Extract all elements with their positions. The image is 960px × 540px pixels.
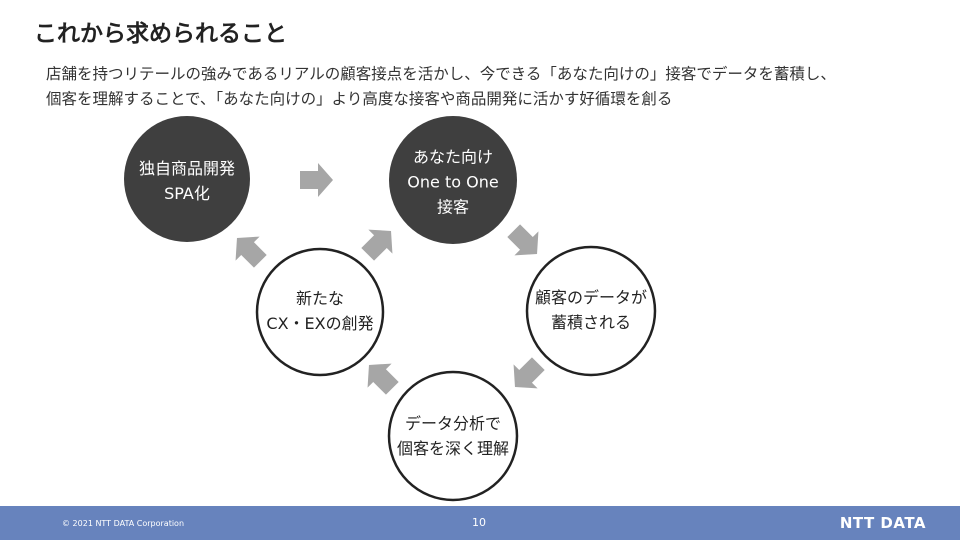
circle-data-analysis — [387, 370, 519, 502]
description-line: 店舗を持つリテールの強みであるリアルの顧客接点を活かし、今できる「あなた向けの」… — [46, 65, 836, 83]
arrow-icon — [300, 163, 333, 197]
footer: © 2021 NTT DATA Corporation 10 NTT DATA — [0, 506, 960, 540]
arrow-icon — [235, 236, 267, 268]
circle-label-cx-ex: 新たな CX・EXの創発 — [266, 286, 373, 336]
page-title: これから求められること — [34, 21, 287, 47]
label-line: 独自商品開発 — [138, 159, 236, 178]
label-line: データ分析で — [404, 414, 502, 433]
label-line: あなた向け — [412, 147, 494, 167]
label-line: 蓄積される — [550, 313, 632, 332]
arrow-icon — [513, 357, 545, 389]
page-number: 10 — [472, 516, 486, 529]
circle-product-development — [124, 116, 250, 242]
circle-label-data-accumulation: 顧客のデータが 蓄積される — [535, 285, 647, 335]
circle-label-product-development: 独自商品開発 SPA化 — [139, 156, 235, 206]
label-line: 接客 — [436, 197, 470, 217]
label-line: CX・EXの創発 — [266, 314, 374, 333]
arrow-icon — [367, 363, 399, 395]
circle-one-to-one — [389, 116, 517, 244]
description: 店舗を持つリテールの強みであるリアルの顧客接点を活かし、今できる「あなた向けの」… — [46, 62, 946, 112]
label-line: 顧客のデータが — [534, 288, 648, 307]
circle-label-data-analysis: データ分析で 個客を深く理解 — [397, 411, 509, 461]
label-line: SPA化 — [164, 184, 210, 203]
label-line: 個客を深く理解 — [396, 439, 510, 458]
company-logo: NTT DATA — [839, 514, 926, 532]
circle-data-accumulation — [525, 245, 657, 377]
circle-label-one-to-one: あなた向け One to One 接客 — [407, 145, 498, 220]
circle-cx-ex — [255, 247, 385, 377]
label-line: 新たな — [295, 289, 344, 308]
description-line: 個客を理解することで、「あなた向けの」より高度な接客や商品開発に活かす好循環を創… — [46, 90, 673, 108]
label-line: One to One — [407, 172, 499, 192]
copyright: © 2021 NTT DATA Corporation — [62, 519, 185, 528]
arrow-icon — [361, 229, 393, 261]
arrow-icon — [507, 224, 539, 256]
